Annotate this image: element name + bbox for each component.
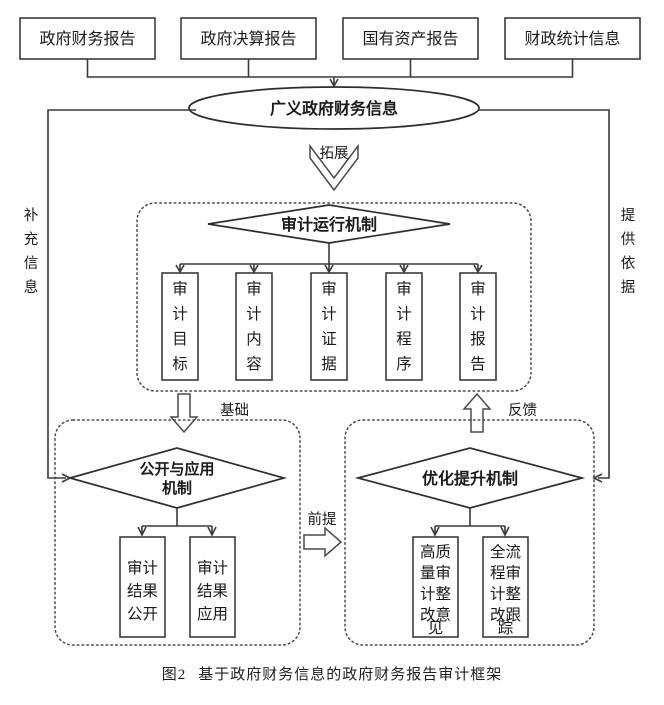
- source-box-2: 国有资产报告: [342, 17, 479, 60]
- svg-text:高质: 高质: [420, 543, 451, 561]
- operation-connectors: [175, 243, 483, 274]
- foundation-arrow-label: 基础: [220, 402, 249, 419]
- premise-arrow-label: 前提: [308, 511, 337, 528]
- svg-text:充: 充: [24, 231, 39, 248]
- svg-text:量审: 量审: [420, 564, 451, 582]
- svg-text:依: 依: [621, 255, 636, 272]
- svg-text:计整: 计整: [420, 585, 451, 603]
- optimization-item-0: 高质 量审 计整 改意 见: [412, 536, 459, 638]
- side-label-left: 补 充 信 息: [24, 207, 39, 296]
- svg-text:目: 目: [172, 331, 188, 348]
- operation-item-3: 审 计 程 序: [385, 272, 423, 381]
- svg-text:审计: 审计: [127, 559, 158, 577]
- optimization-diamond: 优化提升机制: [354, 447, 586, 509]
- feedback-arrow: 反馈: [462, 392, 537, 433]
- figure-caption: 图2 基于政府财务信息的政府财务报告审计框架: [0, 663, 664, 684]
- figure-caption-title: 基于政府财务信息的政府财务报告审计框架: [198, 667, 503, 683]
- disclosure-connectors: [137, 508, 217, 537]
- svg-text:内: 内: [246, 330, 262, 348]
- svg-text:容: 容: [246, 355, 262, 373]
- svg-text:证: 证: [321, 330, 337, 348]
- svg-text:补: 补: [24, 207, 39, 224]
- source-box-3-label: 财政统计信息: [524, 30, 620, 48]
- svg-text:公开: 公开: [127, 606, 158, 623]
- source-box-2-label: 国有资产报告: [362, 30, 458, 48]
- disclosure-item-0: 审计 结果 公开: [119, 536, 166, 638]
- svg-text:计: 计: [246, 305, 262, 323]
- svg-text:提: 提: [621, 207, 636, 224]
- svg-text:审: 审: [396, 280, 412, 298]
- hub-node: 广义政府财务信息: [188, 86, 480, 130]
- svg-text:全流: 全流: [490, 543, 521, 561]
- premise-arrow: 前提: [303, 511, 343, 558]
- outer-frame-right: [478, 109, 610, 483]
- disclosure-item-1: 审计 结果 应用: [189, 536, 236, 638]
- feedback-arrow-label: 反馈: [508, 402, 537, 419]
- optimization-connectors: [430, 508, 510, 537]
- svg-text:计: 计: [321, 305, 337, 323]
- source-to-hub-connectors: [86, 59, 574, 88]
- svg-text:报: 报: [470, 330, 486, 348]
- operation-item-0: 审 计 目 标: [161, 272, 199, 381]
- svg-text:改跟: 改跟: [490, 606, 521, 624]
- hub-label: 广义政府财务信息: [270, 99, 398, 118]
- source-box-0: 政府财务报告: [19, 17, 156, 60]
- disclosure-panel: [54, 419, 301, 646]
- svg-text:据: 据: [621, 279, 636, 296]
- svg-text:应用: 应用: [197, 604, 228, 623]
- operation-diamond: 审计运行机制: [207, 204, 451, 244]
- operation-item-2: 审 计 证 据: [310, 272, 348, 381]
- svg-text:程审: 程审: [490, 564, 521, 582]
- source-box-3: 财政统计信息: [504, 17, 641, 60]
- operation-item-1: 审 计 内 容: [235, 272, 273, 381]
- svg-text:息: 息: [24, 279, 39, 296]
- operation-item-4: 审 计 报 告: [459, 272, 497, 381]
- operation-diamond-label: 审计运行机制: [281, 215, 377, 234]
- svg-text:计: 计: [470, 305, 486, 323]
- foundation-arrow: 基础: [169, 393, 249, 434]
- optimization-panel: [344, 419, 595, 646]
- disclosure-diamond: 公开与应用 机制: [66, 447, 288, 509]
- source-box-1: 政府决算报告: [180, 17, 317, 60]
- side-label-right: 提 供 依 据: [621, 207, 636, 296]
- svg-text:审: 审: [246, 280, 262, 298]
- operation-panel: [136, 202, 532, 392]
- expand-arrow: 拓展: [309, 143, 359, 192]
- svg-text:审: 审: [470, 280, 486, 298]
- source-box-1-label: 政府决算报告: [200, 29, 296, 48]
- svg-text:告: 告: [470, 355, 486, 373]
- svg-text:计: 计: [172, 305, 188, 323]
- svg-text:计整: 计整: [490, 585, 521, 603]
- svg-text:见: 见: [428, 620, 444, 637]
- svg-text:序: 序: [396, 355, 412, 373]
- svg-text:计: 计: [396, 305, 412, 323]
- source-box-0-label: 政府财务报告: [39, 30, 135, 48]
- optimization-diamond-label: 优化提升机制: [422, 469, 518, 488]
- svg-text:结果: 结果: [197, 582, 228, 600]
- figure-caption-number: 图2: [161, 667, 187, 683]
- optimization-item-1: 全流 程审 计整 改跟 踪: [482, 536, 529, 638]
- svg-text:审: 审: [172, 280, 188, 298]
- svg-text:信: 信: [24, 255, 39, 272]
- svg-text:审计: 审计: [197, 559, 228, 577]
- disclosure-diamond-label-1: 公开与应用: [139, 460, 214, 478]
- svg-text:程: 程: [396, 330, 412, 348]
- svg-text:改意: 改意: [420, 605, 451, 624]
- disclosure-diamond-label-2: 机制: [162, 479, 192, 497]
- expand-arrow-label: 拓展: [320, 145, 349, 162]
- svg-text:审: 审: [321, 280, 337, 298]
- svg-text:供: 供: [621, 231, 636, 248]
- svg-text:标: 标: [172, 355, 188, 373]
- svg-text:踪: 踪: [498, 619, 514, 637]
- svg-text:结果: 结果: [127, 582, 158, 600]
- svg-text:据: 据: [321, 355, 337, 373]
